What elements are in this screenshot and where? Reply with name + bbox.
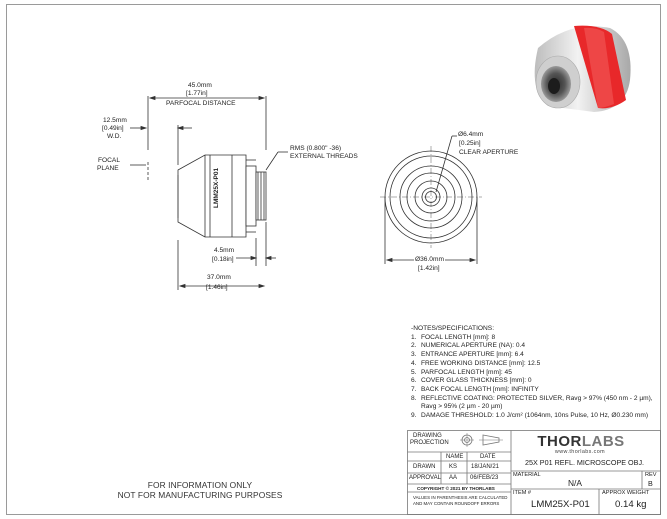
drawn-name: KS: [449, 464, 458, 470]
approval-date: 06/FEB/23: [470, 475, 499, 481]
od-dim-in: [1.42in]: [418, 265, 440, 272]
drawing-projection-label-2: PROJECTION: [410, 440, 449, 446]
approval-name: AA: [449, 475, 458, 481]
parfocal-dim-in: [1.77in]: [186, 90, 208, 97]
note-item: 2.NUMERICAL APERTURE (NA): 0.4: [411, 342, 526, 350]
material-value: N/A: [568, 478, 582, 488]
copyright-text: COPYRIGHT © 2021 BY THORLABS: [417, 485, 495, 491]
wd-dim-in: [0.49in]: [102, 125, 124, 132]
notes-title: -NOTES/SPECIFICATIONS:: [411, 325, 495, 332]
material-label: MATERIAL: [513, 472, 541, 478]
focal-plane-label-1: FOCAL: [98, 157, 120, 164]
drawing-projection-label-1: DRAWING: [413, 433, 442, 439]
flange-dim-mm: 4.5mm: [214, 247, 235, 254]
date-header: DATE: [480, 454, 496, 460]
aperture-dim-mm: Ø6.4mm: [458, 131, 484, 138]
disclaimer-line-1: FOR INFORMATION ONLY: [147, 480, 253, 490]
title-block-grid: [407, 430, 661, 515]
aperture-dim-label: CLEAR APERTURE: [459, 149, 519, 156]
note-item: 6.COVER GLASS THICKNESS [mm]: 0: [411, 377, 532, 385]
body-engraving-text: LMM25X-P01: [213, 168, 220, 208]
parfocal-dim-label: PARFOCAL DISTANCE: [166, 100, 236, 107]
name-header: NAME: [446, 454, 464, 460]
approx-weight-label: APPROX WEIGHT: [602, 490, 650, 496]
rev-label: REV: [645, 472, 657, 478]
od-dim-mm: Ø36.0mm: [414, 256, 445, 263]
wd-dim-mm: 12.5mm: [103, 117, 127, 124]
note-item: 9.DAMAGE THRESHOLD: 1.0 J/cm² (1064nm, 1…: [411, 412, 649, 420]
note-item: 8.REFLECTIVE COATING: PROTECTED SILVER, …: [411, 394, 653, 402]
note-item: 3.ENTRANCE APERTURE [mm]: 6.4: [411, 351, 524, 359]
title-block: DRAWING PROJECTION NAME DATE DRAWN KS 18…: [407, 430, 661, 515]
item-number-value: LMM25X-P01: [531, 499, 590, 510]
parfocal-dim-mm: 45.0mm: [188, 82, 212, 89]
approval-label: APPROVAL: [409, 475, 441, 481]
wd-dim-label: W.D.: [107, 133, 122, 140]
note-item: 1.FOCAL LENGTH [mm]: 8: [411, 333, 496, 341]
note-item: 4.FREE WORKING DISTANCE [mm]: 12.5: [411, 359, 541, 367]
note-item: 7.BACK FOCAL LENGTH [mm]: INFINITY: [411, 385, 539, 393]
note-item-continuation: Ravg > 95% (2 µm - 20 µm): [421, 403, 503, 411]
thread-spec-2: EXTERNAL THREADS: [290, 153, 358, 160]
length-dim-in: [1.46in]: [206, 284, 228, 291]
rev-value: B: [648, 479, 653, 488]
item-number-label: ITEM #: [513, 490, 532, 496]
flange-dim-in: [0.18in]: [212, 256, 234, 263]
drawing-sheet-border: [6, 4, 661, 515]
disclaimer-line-2: NOT FOR MANUFACTURING PURPOSES: [117, 490, 283, 500]
disclaimer: FOR INFORMATION ONLY NOT FOR MANUFACTURI…: [80, 480, 320, 500]
part-description: 25X P01 REFL. MICROSCOPE OBJ.: [525, 458, 645, 467]
drawn-label: DRAWN: [413, 464, 436, 470]
company-url: www.thorlabs.com: [554, 449, 606, 455]
aperture-dim-in: [0.25in]: [459, 140, 481, 147]
approx-weight-value: 0.14 kg: [615, 499, 647, 510]
length-dim-mm: 37.0mm: [207, 274, 231, 281]
specifications-notes: -NOTES/SPECIFICATIONS: 1.FOCAL LENGTH [m…: [411, 325, 661, 421]
values-note-1: VALUES IN PARENTHESIS ARE CALCULATED: [413, 495, 508, 500]
note-item: 5.PARFOCAL LENGTH [mm]: 45: [411, 368, 512, 376]
values-note-2: AND MAY CONTAIN ROUNDOFF ERRORS: [413, 501, 500, 506]
focal-plane-label-2: PLANE: [97, 165, 119, 172]
thread-spec-1: RMS (0.800" -36): [290, 145, 342, 152]
drawn-date: 18/JAN/21: [471, 464, 500, 470]
